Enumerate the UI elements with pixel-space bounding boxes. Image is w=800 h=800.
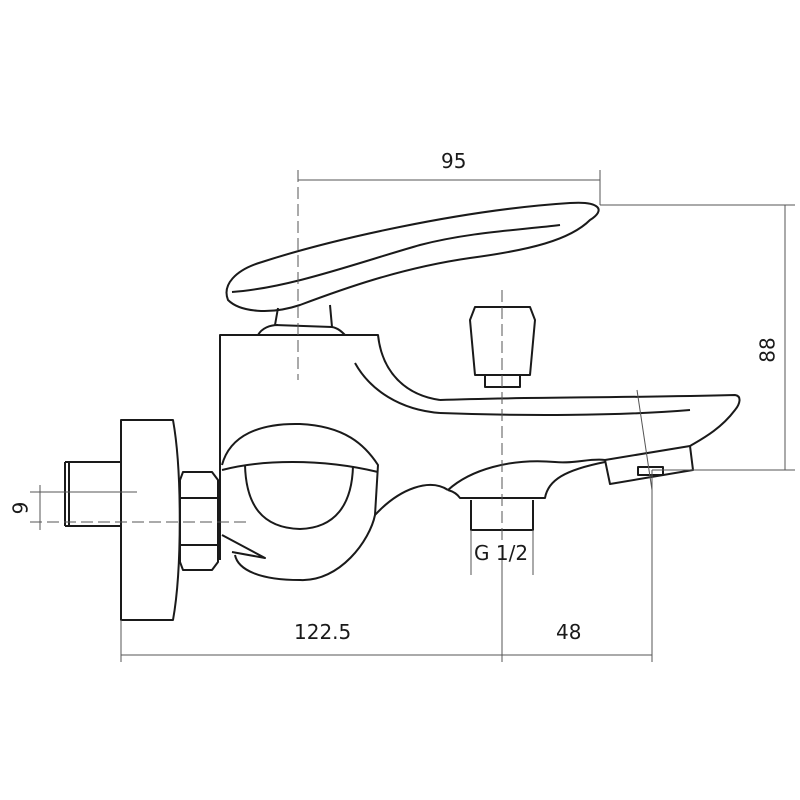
dimension-88: 88 (755, 337, 780, 363)
spout (439, 389, 741, 499)
lever-handle (225, 201, 600, 336)
dimension-lines (39, 170, 795, 662)
dimension-122-5: 122.5 (294, 620, 352, 644)
wall-connection (64, 419, 219, 621)
dimension-95: 95 (441, 149, 467, 173)
mixer-body (219, 334, 449, 582)
dimension-9: 9 (8, 501, 33, 515)
dimension-thread: G 1/2 (474, 541, 529, 565)
center-lines (30, 170, 503, 545)
dimension-48: 48 (556, 620, 582, 644)
